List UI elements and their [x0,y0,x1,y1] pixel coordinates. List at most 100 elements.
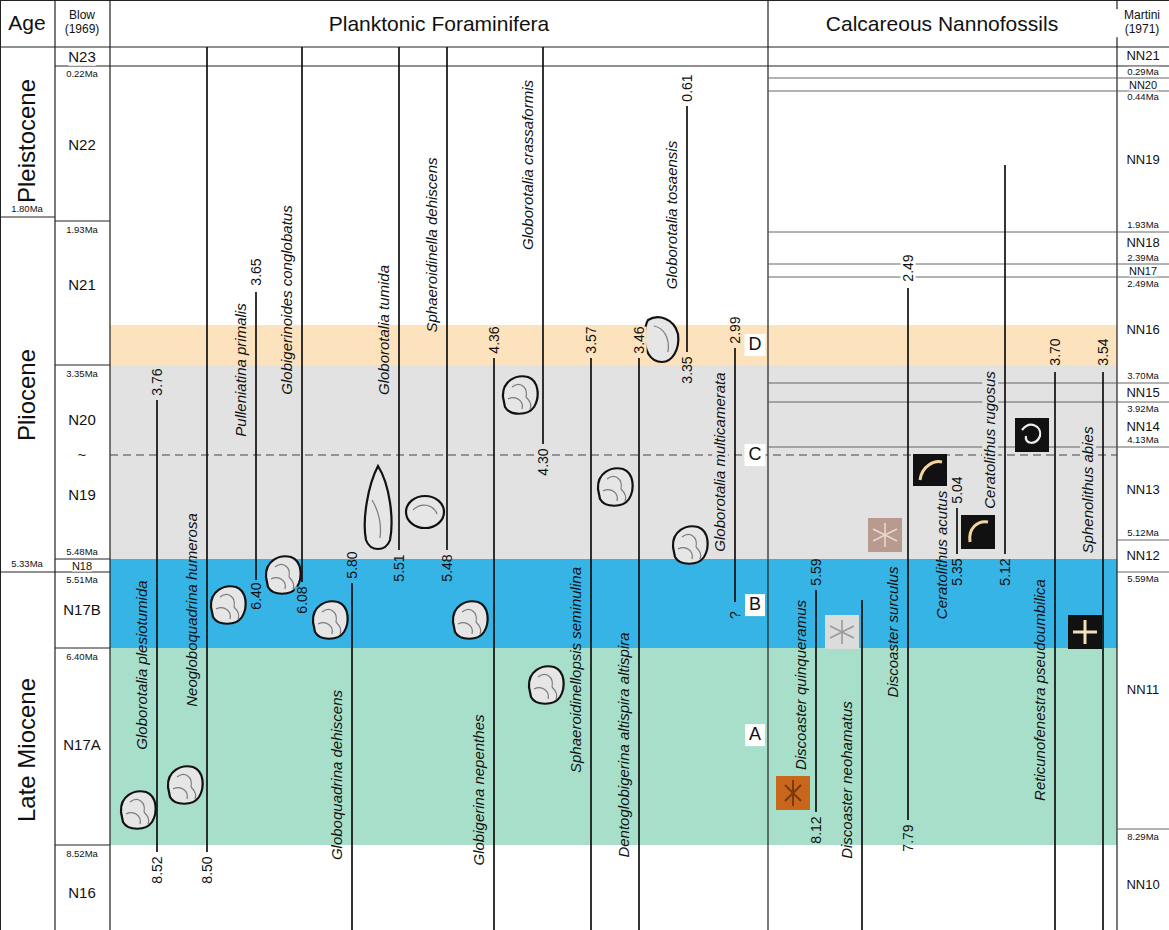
zone-name: NN13 [1126,483,1159,497]
zone-name: NN17 [1129,265,1157,276]
foram-fossil [598,468,633,505]
datum-age: 8.12 [809,816,824,843]
age-tick: 8.52Ma [66,849,98,859]
age-tick: 6.40Ma [66,652,98,662]
foram-fossil [365,466,392,549]
datum-age: 5.59 [809,558,824,585]
datum-age: 5.80 [345,551,360,578]
age-tick: 3.35Ma [66,369,98,379]
zone-name: NN11 [1127,683,1159,697]
age-tick: 5.33Ma [11,559,43,569]
datum-age: 8.52 [150,856,165,883]
datum-age: 4.30 [536,448,551,475]
nannofossil-zone-boundary [768,78,1169,447]
species-name: Reticunofenestra pseudoumbilica [1032,579,1048,801]
foram-fossil [168,766,203,803]
zone-name: N19 [68,487,96,504]
species-range-line [157,47,735,930]
datum-age: 3.57 [584,326,599,353]
epoch-label: Pliocene [14,349,39,441]
zone-name: NN18 [1126,236,1159,250]
age-tick: 5.12Ma [1127,528,1159,538]
species-name: Discoaster neohamatus [839,701,855,859]
species-name: Pulleniatina primalis [233,303,249,436]
zone-name: NN21 [1126,49,1159,63]
species-name: Globorotalia multicamerata [712,372,728,551]
zone-name: NN15 [1126,385,1159,399]
zone-name: NN20 [1129,79,1157,90]
zone-name: N23 [68,49,96,66]
species-name: Globigerinoides conglobatus [279,205,295,394]
zone-boundary [55,221,110,845]
datum-age: 2.49 [901,254,916,281]
epoch-label: Pleistocene [14,79,39,203]
zone-band: D [110,325,1117,365]
datum-age: 5.48 [440,554,455,581]
nannofossil-image [776,418,1102,810]
zone-letter: B [745,594,765,616]
datum-age: 3.46 [632,326,647,353]
species-name: Dentoglobigerina altispira altispira [616,632,632,857]
age-tick: 5.48Ma [66,547,98,557]
column-header: Blow (1969) [56,9,108,37]
age-tick: 2.49Ma [1127,279,1159,289]
age-tick: 5.59Ma [1127,574,1159,584]
column-header: Martini (1971) [1116,9,1168,37]
zone-letter: D [745,334,766,356]
species-name: Globoquadrina dehiscens [329,690,345,860]
zone-name: N18 [72,560,92,571]
species-name: Discoaster surculus [885,567,901,698]
foram-fossil [313,601,348,638]
datum-age: 5.35 [950,558,965,585]
species-name: Discoaster quinqueramus [793,600,809,770]
species-name: Ceratolithus acutus [934,491,950,619]
datum-age: 3.65 [249,258,264,285]
zone-name: NN14 [1126,420,1159,434]
age-tick: 1.93Ma [1127,220,1159,230]
datum-age: 3.35 [680,356,695,383]
zone-name: N22 [68,137,96,154]
zone-name: N17A [63,737,101,754]
species-name: Globigerina nepenthes [471,715,487,866]
zone-letter: C [745,444,766,466]
datum-age: 8.50 [200,856,215,883]
zone-name: N16 [68,885,96,902]
age-tick: 0.29Ma [1127,67,1159,77]
zone-name: ~ [78,447,87,464]
species-name: Sphaeroidinella dehiscens [424,157,440,332]
datum-age: 5.04 [950,476,965,503]
age-tick: 0.22Ma [66,69,98,79]
zone-name: N20 [68,412,96,429]
datum-age: 6.40 [249,582,264,609]
zone-name: NN12 [1126,549,1159,563]
age-tick: 1.93Ma [66,225,98,235]
zone-band: A [110,648,1117,845]
foram-fossil [406,496,444,528]
foram-fossil [529,666,564,703]
foram-fossil [211,586,246,623]
foram-fossil [673,526,708,563]
column-border [55,0,1117,930]
species-name: Globorotalia crassaformis [520,80,536,250]
species-name: Globorotalia tumida [376,265,392,395]
foram-fossil [121,791,156,828]
foram-fossil [645,317,678,362]
epoch-boundary [0,217,55,572]
datum-age: 2.99 [728,316,743,343]
datum-age: 3.70 [1048,338,1063,365]
datum-age: 5.12 [998,558,1013,585]
datum-age: 0.61 [680,74,695,101]
datum-age: 6.08 [295,586,310,613]
foram-fossil [453,601,488,638]
age-tick: 5.51Ma [66,575,98,585]
zone-letter: A [745,724,765,746]
age-tick: 3.92Ma [1127,404,1159,414]
column-header: Planktonic Foraminifera [329,12,550,35]
datum-age: ? [728,611,743,619]
zone-name: N21 [68,277,96,294]
species-name: Neogloboquadrina humerosa [184,513,200,706]
nannofossil-zone-boundary [1117,540,1169,829]
age-tick: 4.13Ma [1127,435,1159,445]
datum-age: 7.79 [901,824,916,851]
